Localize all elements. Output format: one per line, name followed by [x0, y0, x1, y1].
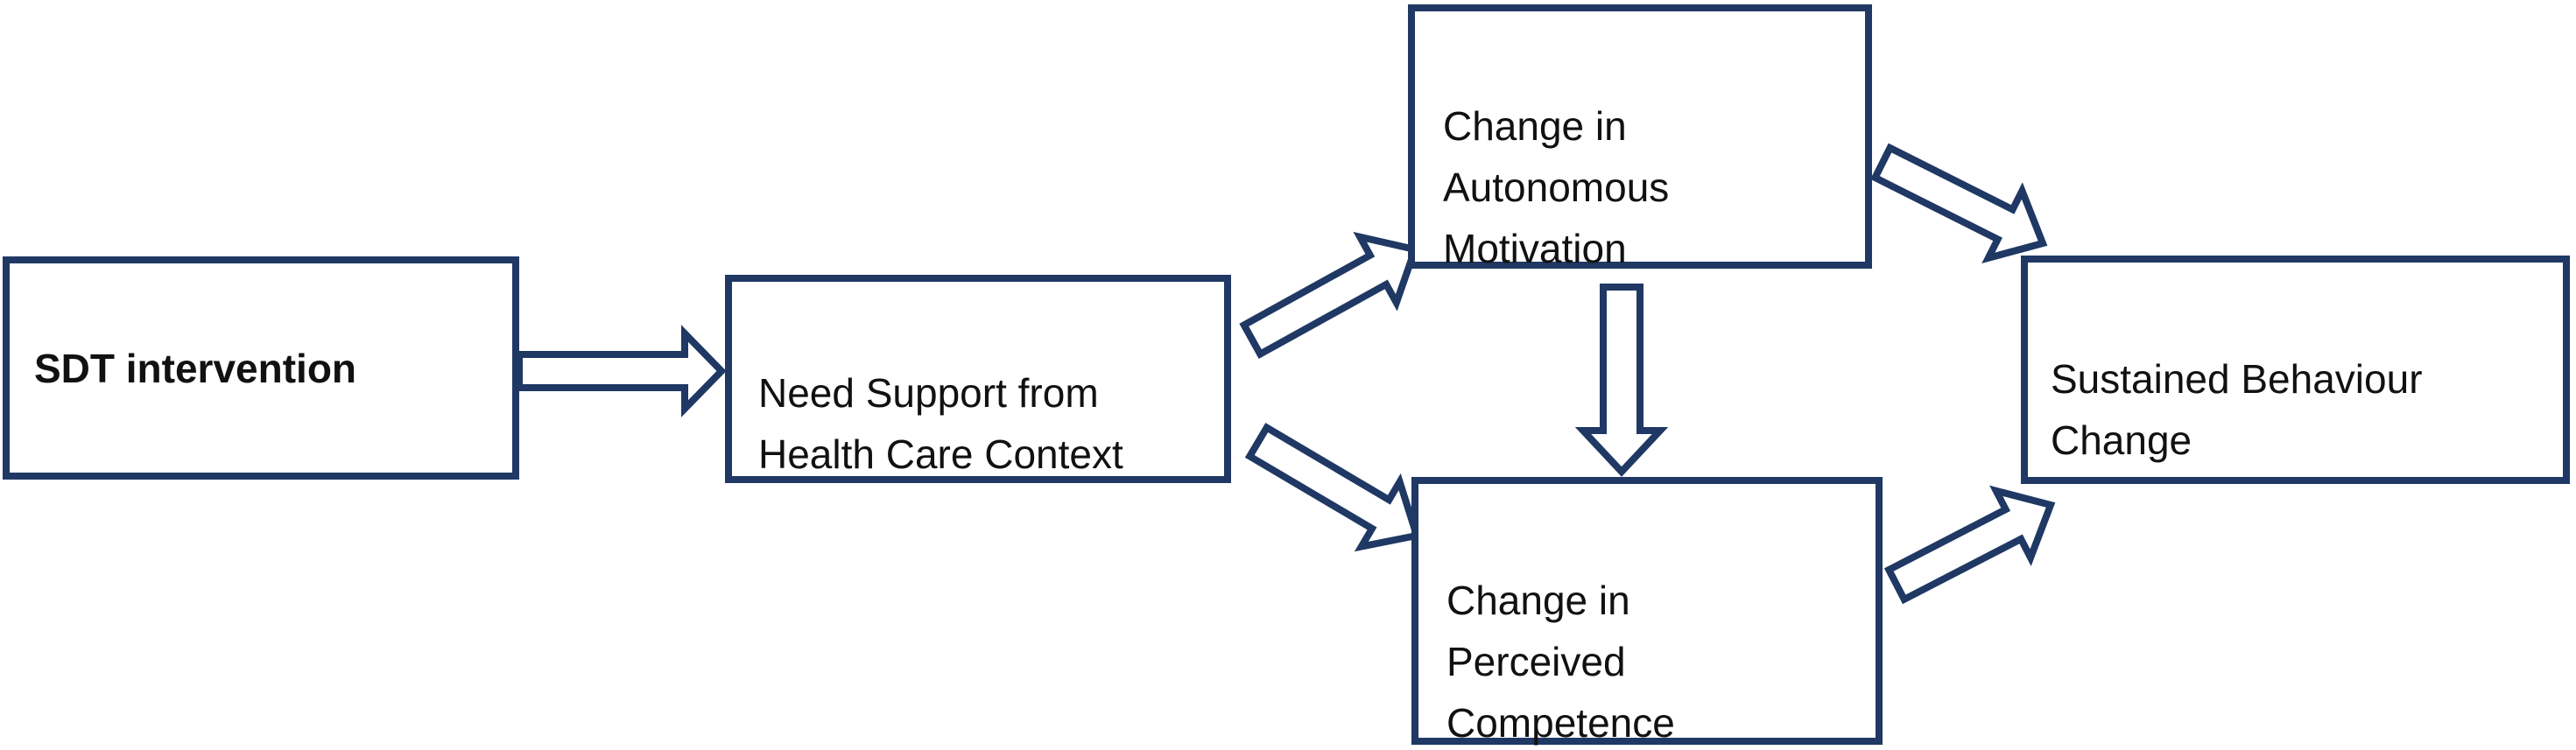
arrow-perceived-competence-to-sustained-change	[1883, 485, 2056, 605]
arrow-need-support-to-perceived-competence	[1244, 423, 1422, 552]
box-autonomous-motivation: Change in Autonomous Motivation	[1408, 4, 1872, 271]
box-sustained-behaviour-change-label: Sustained Behaviour Change	[2051, 356, 2423, 463]
box-autonomous-motivation-label: Change in Autonomous Motivation	[1443, 103, 1670, 271]
box-sdt-intervention: SDT intervention	[3, 256, 519, 480]
box-perceived-competence-label: Change in Perceived Competence	[1446, 578, 1675, 746]
box-sustained-behaviour-change: Sustained Behaviour Change	[2021, 256, 2570, 484]
box-perceived-competence: Change in Perceived Competence	[1411, 477, 1883, 746]
arrow-sdt-to-need-support	[516, 325, 727, 417]
arrow-autonomous-motivation-to-sustained-change	[1870, 143, 2048, 263]
arrow-autonomous-motivation-to-perceived-competence	[1574, 284, 1669, 477]
box-need-support-label: Need Support from Health Care Context	[758, 370, 1123, 477]
box-sdt-intervention-label: SDT intervention	[34, 345, 357, 391]
box-need-support: Need Support from Health Care Context	[725, 275, 1231, 483]
arrow-need-support-to-autonomous-motivation	[1239, 231, 1420, 360]
